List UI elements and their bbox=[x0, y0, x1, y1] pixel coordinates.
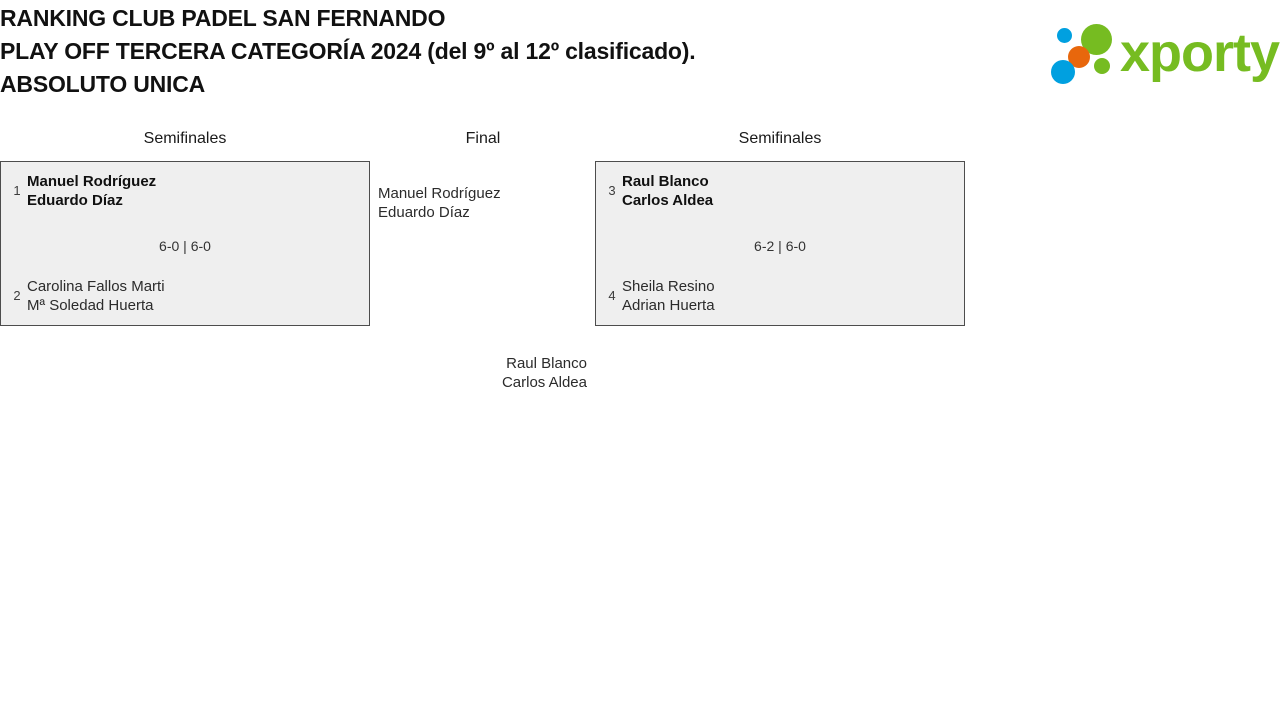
player-name-2: Eduardo Díaz bbox=[27, 192, 123, 209]
finalist-left[interactable]: Manuel Rodríguez Eduardo Díaz bbox=[378, 184, 501, 222]
xporty-logo: xporty bbox=[1048, 22, 1280, 84]
match-score: 6-2 | 6-0 bbox=[754, 238, 806, 254]
logo-wordmark: xporty bbox=[1120, 23, 1280, 83]
player-name-1: Sheila Resino bbox=[622, 278, 715, 295]
player-name-1: Manuel Rodríguez bbox=[378, 185, 501, 202]
logo-dot-orange bbox=[1068, 46, 1090, 68]
logo-dot-green-small bbox=[1094, 58, 1110, 74]
player-name-1: Carolina Fallos Marti bbox=[27, 278, 165, 295]
seed-number: 2 bbox=[13, 288, 21, 303]
logo-dot-blue-small bbox=[1057, 28, 1072, 43]
team-names: Manuel Rodríguez Eduardo Díaz bbox=[27, 172, 156, 210]
player-name-2: Eduardo Díaz bbox=[378, 204, 470, 221]
title-line-1: RANKING CLUB PADEL SAN FERNANDO bbox=[0, 5, 446, 31]
round-header-left-semifinal: Semifinales bbox=[143, 130, 227, 147]
team-names: Sheila Resino Adrian Huerta bbox=[622, 277, 715, 315]
match-right-semifinal[interactable]: 3 Raul Blanco Carlos Aldea 6-2 | 6-0 4 S… bbox=[595, 161, 965, 326]
round-header-right-semifinal: Semifinales bbox=[738, 130, 822, 147]
player-name-2: Adrian Huerta bbox=[622, 297, 715, 314]
team-names: Raul Blanco Carlos Aldea bbox=[622, 172, 713, 210]
logo-dots-icon bbox=[1048, 22, 1120, 84]
logo-dot-blue-large bbox=[1051, 60, 1075, 84]
page-header: RANKING CLUB PADEL SAN FERNANDO PLAY OFF… bbox=[0, 0, 1280, 110]
team-names: Carolina Fallos Marti Mª Soledad Huerta bbox=[27, 277, 165, 315]
title-line-2: PLAY OFF TERCERA CATEGORÍA 2024 (del 9º … bbox=[0, 38, 696, 64]
tournament-title: RANKING CLUB PADEL SAN FERNANDO PLAY OFF… bbox=[0, 2, 1020, 101]
player-name-2: Carlos Aldea bbox=[622, 192, 714, 209]
match-right-team-top[interactable]: 3 Raul Blanco Carlos Aldea bbox=[602, 172, 956, 210]
match-left-team-bottom[interactable]: 2 Carolina Fallos Marti Mª Soledad Huert… bbox=[7, 277, 361, 315]
player-name-1: Raul Blanco bbox=[622, 173, 709, 190]
player-name-2: Mª Soledad Huerta bbox=[27, 297, 154, 314]
finalist-right[interactable]: Raul Blanco Carlos Aldea bbox=[378, 354, 587, 392]
round-header-final: Final bbox=[465, 130, 501, 147]
player-name-2: Carlos Aldea bbox=[501, 374, 587, 391]
title-line-3: ABSOLUTO UNICA bbox=[0, 71, 206, 97]
match-left-team-top[interactable]: 1 Manuel Rodríguez Eduardo Díaz bbox=[7, 172, 361, 210]
seed-number: 1 bbox=[13, 183, 21, 198]
match-score: 6-0 | 6-0 bbox=[159, 238, 211, 254]
player-name-1: Manuel Rodríguez bbox=[27, 173, 157, 190]
seed-number: 3 bbox=[608, 183, 616, 198]
match-right-team-bottom[interactable]: 4 Sheila Resino Adrian Huerta bbox=[602, 277, 956, 315]
player-name-1: Raul Blanco bbox=[506, 355, 587, 372]
seed-number: 4 bbox=[608, 288, 616, 303]
match-left-semifinal[interactable]: 1 Manuel Rodríguez Eduardo Díaz 6-0 | 6-… bbox=[0, 161, 370, 326]
